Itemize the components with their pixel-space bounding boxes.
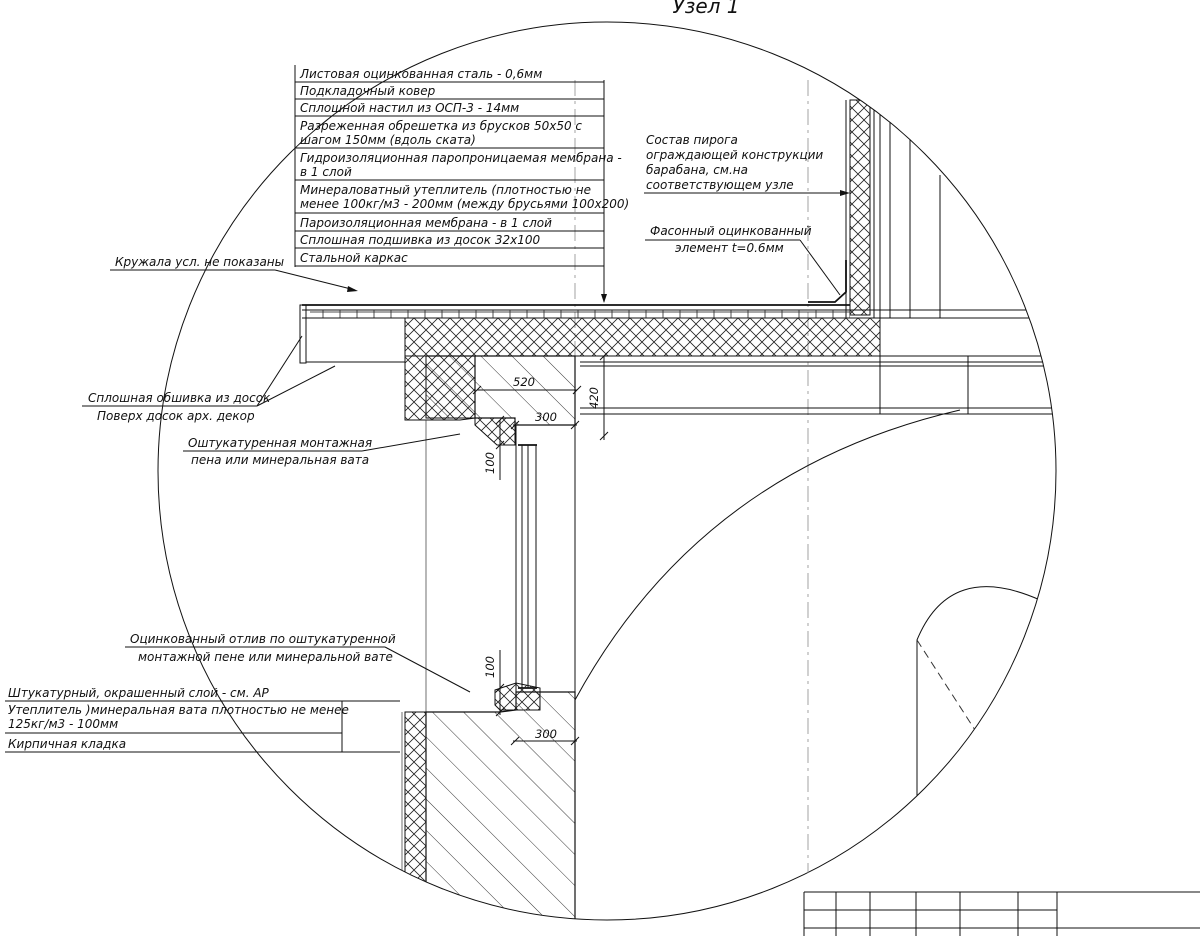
roof-layers-table: Листовая оцинкованная сталь - 0,6мм Подк… bbox=[294, 65, 629, 303]
svg-text:Фасонный оцинкованный: Фасонный оцинкованный bbox=[650, 224, 812, 238]
svg-text:барабана, см.на: барабана, см.на bbox=[646, 163, 748, 177]
layer-8: Сплошная подшивка из досок 32х100 bbox=[300, 233, 540, 247]
construction bbox=[299, 80, 1056, 920]
dim-300-bottom: 300 bbox=[535, 727, 557, 741]
kruzhala-note: Кружала усл. не показаны bbox=[110, 255, 358, 292]
arch-curve bbox=[574, 409, 961, 701]
cladding-note: Сплошная обшивка из досок Поверх досок а… bbox=[82, 335, 336, 423]
svg-text:соответствующем узле: соответствующем узле bbox=[646, 178, 794, 192]
layer-5-line-2: в 1 слой bbox=[300, 165, 352, 179]
brick-note: Кирпичная кладка bbox=[8, 737, 126, 751]
layer-6-line-1: Минераловатный утеплитель (плотностью не bbox=[300, 183, 591, 197]
svg-text:пена или минеральная вата: пена или минеральная вата bbox=[191, 453, 369, 467]
layer-4-line-1: Разреженная обрешетка из брусков 50х50 с bbox=[300, 119, 582, 133]
dimension-lines: 520 420 300 100 100 300 bbox=[472, 351, 609, 746]
wall-insulation bbox=[404, 711, 427, 920]
dim-100-top: 100 bbox=[483, 452, 497, 474]
detail-circle bbox=[157, 21, 1057, 921]
title-block bbox=[803, 891, 1200, 936]
layer-4-line-2: шагом 150мм (вдоль ската) bbox=[300, 133, 476, 147]
svg-text:Состав пирога: Состав пирога bbox=[646, 133, 738, 147]
shaped-element-note: Фасонный оцинкованный элемент t=0.6мм bbox=[645, 224, 841, 296]
svg-text:Поверх досок арх. декор: Поверх досок арх. декор bbox=[97, 409, 255, 423]
roof-battens bbox=[310, 310, 850, 318]
drum-note: Состав пирога ограждающей конструкции ба… bbox=[644, 133, 850, 196]
detail-title: Узел 1 bbox=[673, 0, 740, 18]
dim-100-bottom: 100 bbox=[483, 656, 497, 678]
svg-text:монтажной пене или минеральной: монтажной пене или минеральной вате bbox=[138, 650, 393, 664]
layer-7: Пароизоляционная мембрана - в 1 слой bbox=[300, 216, 552, 230]
right-window-arch bbox=[916, 586, 1041, 800]
layer-2: Подкладочный ковер bbox=[300, 84, 436, 98]
svg-text:Кружала усл. не показаны: Кружала усл. не показаны bbox=[115, 255, 284, 269]
insulation-note-line-2: 125кг/м3 - 100мм bbox=[8, 717, 118, 731]
foam-note: Оштукатуренная монтажная пена или минера… bbox=[183, 433, 461, 467]
dim-520: 520 bbox=[513, 375, 535, 389]
svg-text:элемент t=0.6мм: элемент t=0.6мм bbox=[675, 241, 784, 255]
roof-insulation bbox=[404, 317, 881, 357]
insulation-note-line-1: Утеплитель )минеральная вата плотностью … bbox=[8, 703, 349, 717]
layer-1: Листовая оцинкованная сталь - 0,6мм bbox=[299, 67, 542, 81]
dim-300-top: 300 bbox=[535, 410, 557, 424]
layer-9: Стальной каркас bbox=[300, 251, 408, 265]
svg-text:ограждающей конструкции: ограждающей конструкции bbox=[646, 148, 823, 162]
svg-text:Оштукатуренная монтажная: Оштукатуренная монтажная bbox=[188, 436, 372, 450]
svg-text:Оцинкованный отлив по оштукату: Оцинкованный отлив по оштукатуренной bbox=[130, 632, 396, 646]
dim-420: 420 bbox=[587, 387, 601, 409]
layer-6-line-2: менее 100кг/м3 - 200мм (между брусьями 1… bbox=[300, 197, 629, 211]
layer-5-line-1: Гидроизоляционная паропроницаемая мембра… bbox=[300, 151, 622, 165]
wall-layers-table: Штукатурный, окрашенный слой - см. АР Ут… bbox=[5, 686, 400, 753]
plaster-note: Штукатурный, окрашенный слой - см. АР bbox=[8, 686, 270, 700]
lower-wall-brick bbox=[425, 691, 576, 920]
sill-note: Оцинкованный отлив по оштукатуренной мон… bbox=[125, 632, 471, 693]
drum-wall-insulation bbox=[849, 99, 871, 316]
svg-text:Сплошная обшивка из досок: Сплошная обшивка из досок bbox=[88, 391, 271, 405]
layer-3: Сплошной настил из ОСП-3 - 14мм bbox=[300, 101, 519, 115]
